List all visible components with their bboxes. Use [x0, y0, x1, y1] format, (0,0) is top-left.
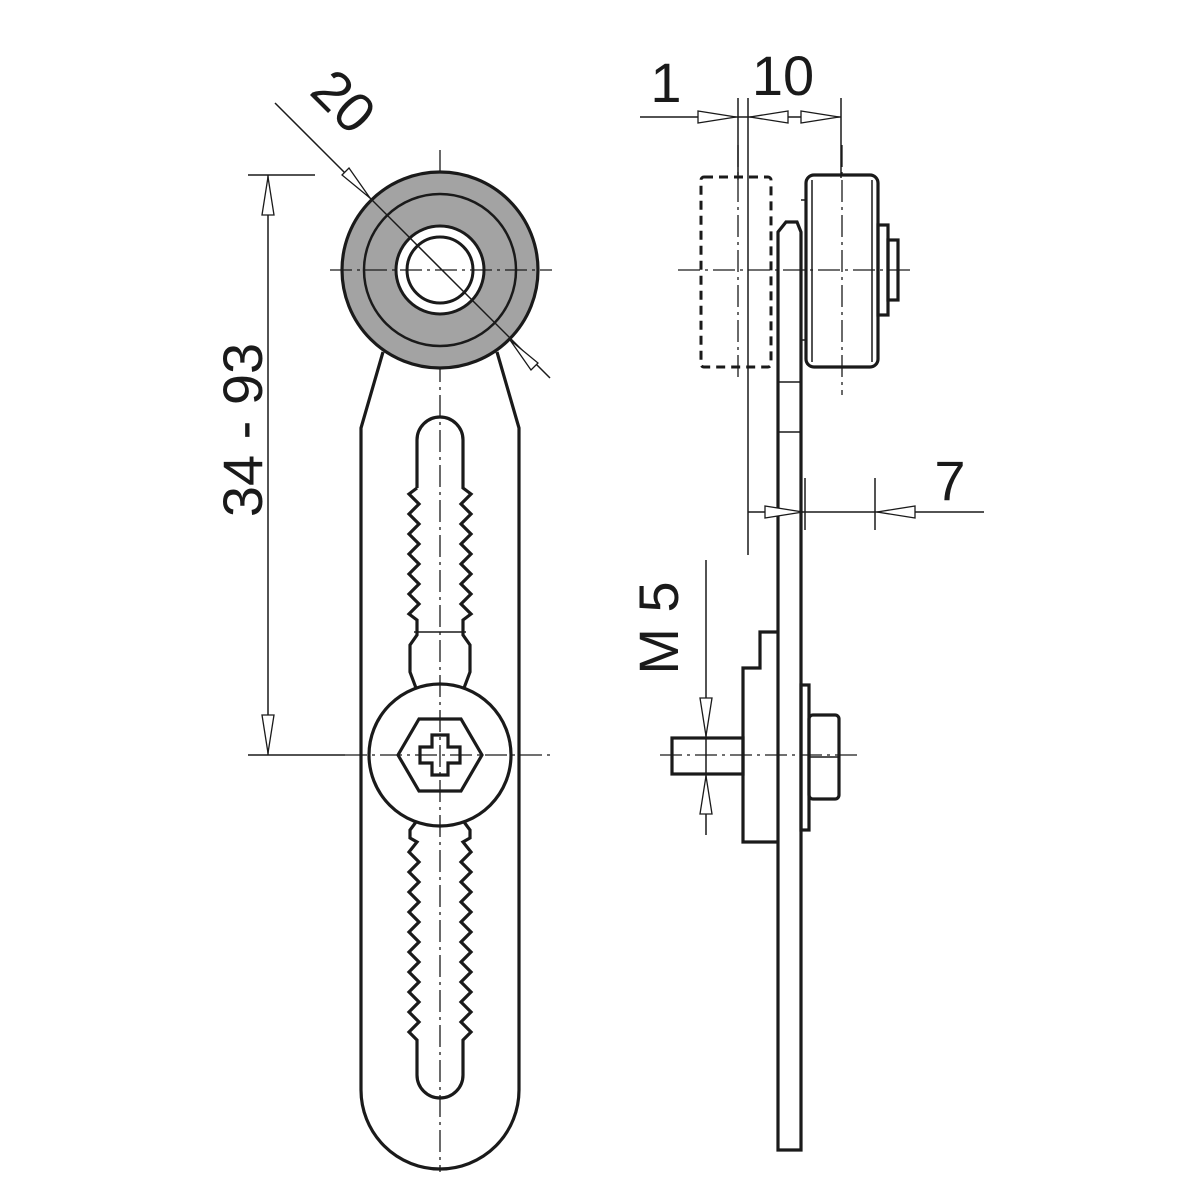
mounting-screw-head — [345, 682, 550, 828]
offset-label: 1 — [650, 51, 681, 114]
width-dimensions: 1 10 — [640, 44, 842, 555]
phillips-cross-icon — [418, 733, 462, 777]
lever-arm — [359, 351, 521, 1171]
roller-side — [801, 173, 900, 369]
lever-plate-side — [776, 220, 803, 1152]
mounting-hub-side — [660, 630, 862, 844]
thread-label: M 5 — [627, 581, 690, 674]
roller-width-label: 10 — [752, 44, 814, 107]
side-view: 1 10 — [627, 44, 984, 1152]
thread-dimension: M 5 — [627, 560, 713, 835]
length-dimension: 34 - 93 — [211, 174, 345, 756]
lower-slot — [406, 821, 474, 1100]
diameter-label: 20 — [299, 57, 388, 146]
thickness-label: 7 — [934, 449, 965, 512]
upper-slot — [406, 415, 474, 689]
length-label: 34 - 93 — [211, 343, 274, 517]
thickness-dimension: 7 — [748, 449, 984, 530]
roller-front — [330, 170, 552, 370]
alternate-roller-position — [699, 175, 773, 369]
front-view: 20 34 - 93 — [211, 57, 552, 1172]
